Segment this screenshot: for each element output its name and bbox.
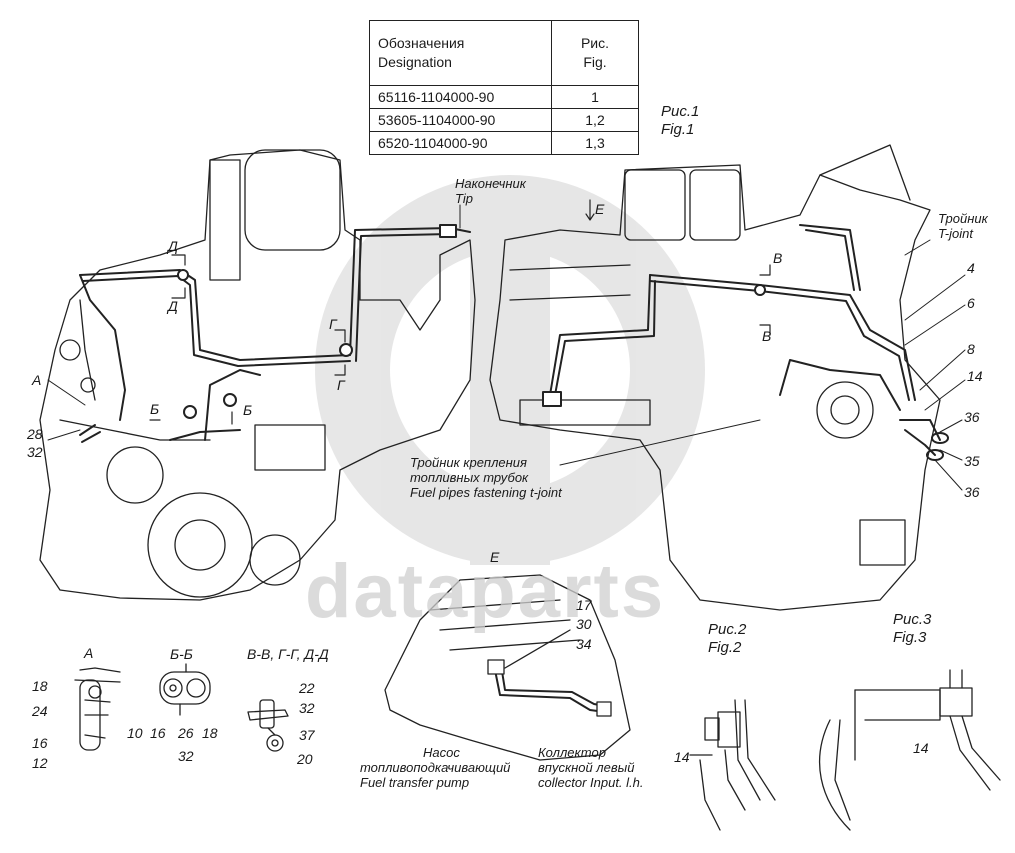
right-engine-outline bbox=[489, 144, 941, 611]
table-row: 53605-1104000-90 1,2 bbox=[369, 108, 639, 132]
table-row: 6520-1104000-90 1,3 bbox=[369, 131, 639, 155]
part-number-4: 4 bbox=[967, 260, 975, 276]
designation-cell: 65116-1104000-90 bbox=[369, 85, 552, 109]
detail-bb-number-32: 32 bbox=[178, 748, 194, 764]
detail-bb-number-10: 10 bbox=[127, 725, 143, 741]
collector-label-ru-2: впускной левый bbox=[538, 760, 635, 775]
fig2-caption-ru: Рис.2 bbox=[708, 621, 747, 638]
detail-e-drawing bbox=[384, 574, 631, 761]
collector-label-ru-1: Коллектор bbox=[538, 745, 606, 760]
fig3-caption-ru: Рис.3 bbox=[893, 611, 932, 628]
left-fuel-pipes bbox=[79, 224, 471, 443]
detail-a-title: А bbox=[84, 645, 94, 661]
tee-label-en: T-joint bbox=[938, 226, 973, 241]
fig-header-ru: Рис. bbox=[580, 35, 610, 51]
section-mark-g2: Г bbox=[337, 377, 345, 393]
table-row: 65116-1104000-90 1 bbox=[369, 85, 639, 109]
detail-e-number-30: 30 bbox=[576, 616, 592, 632]
section-mark-v2: В bbox=[762, 328, 772, 344]
fig-header-en: Fig. bbox=[583, 54, 607, 70]
pump-label-ru-2: топливоподкачивающий bbox=[360, 760, 511, 775]
detail-vv-number-32: 32 bbox=[299, 700, 315, 716]
fig-cell: 1,2 bbox=[551, 108, 639, 132]
watermark-logo bbox=[315, 175, 705, 565]
detail-e-number-34: 34 bbox=[576, 636, 592, 652]
part-number-36a: 36 bbox=[964, 409, 980, 425]
detail-bb-number-26: 26 bbox=[178, 725, 194, 741]
section-mark-d2: Д bbox=[168, 298, 178, 314]
part-number-36b: 36 bbox=[964, 484, 980, 500]
designation-header: Обозначения Designation bbox=[369, 20, 552, 86]
part-number-8: 8 bbox=[967, 341, 975, 357]
part-number-6: 6 bbox=[967, 295, 975, 311]
designation-table: Обозначения Designation Рис. Fig. 65116-… bbox=[369, 20, 639, 155]
fig2-drawing bbox=[689, 699, 776, 831]
fig1-caption-ru: Рис.1 bbox=[661, 103, 700, 120]
designation-header-ru: Обозначения bbox=[378, 35, 465, 51]
detail-a-number-12: 12 bbox=[32, 755, 48, 771]
detail-vv-number-20: 20 bbox=[297, 751, 313, 767]
designation-cell: 53605-1104000-90 bbox=[369, 108, 552, 132]
detail-a-drawing bbox=[74, 667, 121, 751]
detail-vv-drawing bbox=[247, 699, 289, 752]
detail-a-number-24: 24 bbox=[32, 703, 48, 719]
section-mark-a: А bbox=[32, 372, 42, 388]
detail-bb-drawing bbox=[159, 663, 211, 716]
detail-bb-number-16: 16 bbox=[150, 725, 166, 741]
fasten-label-ru-2: топливных трубок bbox=[410, 470, 529, 485]
tip-label-en: Tip bbox=[455, 191, 473, 206]
part-number-28: 28 bbox=[27, 426, 43, 442]
collector-label-en: collector Input. l.h. bbox=[538, 775, 644, 790]
leader-lines bbox=[47, 204, 966, 491]
part-number-14: 14 bbox=[967, 368, 983, 384]
fig-cell: 1 bbox=[551, 85, 639, 109]
tip-label-ru: Наконечник bbox=[455, 176, 526, 191]
fig3-number-14: 14 bbox=[913, 740, 929, 756]
detail-vv-title: В-В, Г-Г, Д-Д bbox=[247, 646, 329, 662]
fig3-caption-en: Fig.3 bbox=[893, 629, 927, 646]
fig3-drawing bbox=[818, 669, 1001, 831]
fig2-caption-en: Fig.2 bbox=[708, 639, 742, 656]
section-mark-e: Е bbox=[595, 201, 605, 217]
watermark-text: dataparts bbox=[305, 549, 666, 634]
tee-label-ru: Тройник bbox=[938, 211, 988, 226]
designation-header-en: Designation bbox=[378, 54, 452, 70]
detail-vv-number-22: 22 bbox=[299, 680, 315, 696]
part-number-32: 32 bbox=[27, 444, 43, 460]
detail-e-title: Е bbox=[490, 549, 500, 565]
fasten-label-en: Fuel pipes fastening t-joint bbox=[410, 485, 562, 500]
fig1-caption-en: Fig.1 bbox=[661, 121, 695, 138]
detail-vv-number-37: 37 bbox=[299, 727, 315, 743]
pump-label-en: Fuel transfer pump bbox=[360, 775, 470, 790]
section-mark-b2: Б bbox=[243, 402, 253, 418]
pump-label-ru-1: Насос bbox=[423, 745, 460, 760]
part-number-35: 35 bbox=[964, 453, 980, 469]
section-mark-d1: Д bbox=[168, 238, 178, 254]
fig-cell: 1,3 bbox=[551, 131, 639, 155]
right-fuel-pipes bbox=[542, 224, 949, 461]
detail-bb-title: Б-Б bbox=[170, 646, 193, 662]
fig-header: Рис. Fig. bbox=[551, 20, 639, 86]
section-mark-b1: Б bbox=[150, 401, 160, 417]
detail-a-number-18: 18 bbox=[32, 678, 48, 694]
detail-bb-number-18: 18 bbox=[202, 725, 218, 741]
section-mark-v1: В bbox=[773, 250, 783, 266]
table-header-row: Обозначения Designation Рис. Fig. bbox=[369, 20, 639, 86]
designation-cell: 6520-1104000-90 bbox=[369, 131, 552, 155]
fasten-label-ru-1: Тройник крепления bbox=[410, 455, 527, 470]
section-arrows bbox=[149, 199, 771, 425]
fig2-number-14: 14 bbox=[674, 749, 690, 765]
section-mark-g1: Г bbox=[329, 316, 337, 332]
detail-e-number-17: 17 bbox=[576, 597, 592, 613]
detail-a-number-16: 16 bbox=[32, 735, 48, 751]
